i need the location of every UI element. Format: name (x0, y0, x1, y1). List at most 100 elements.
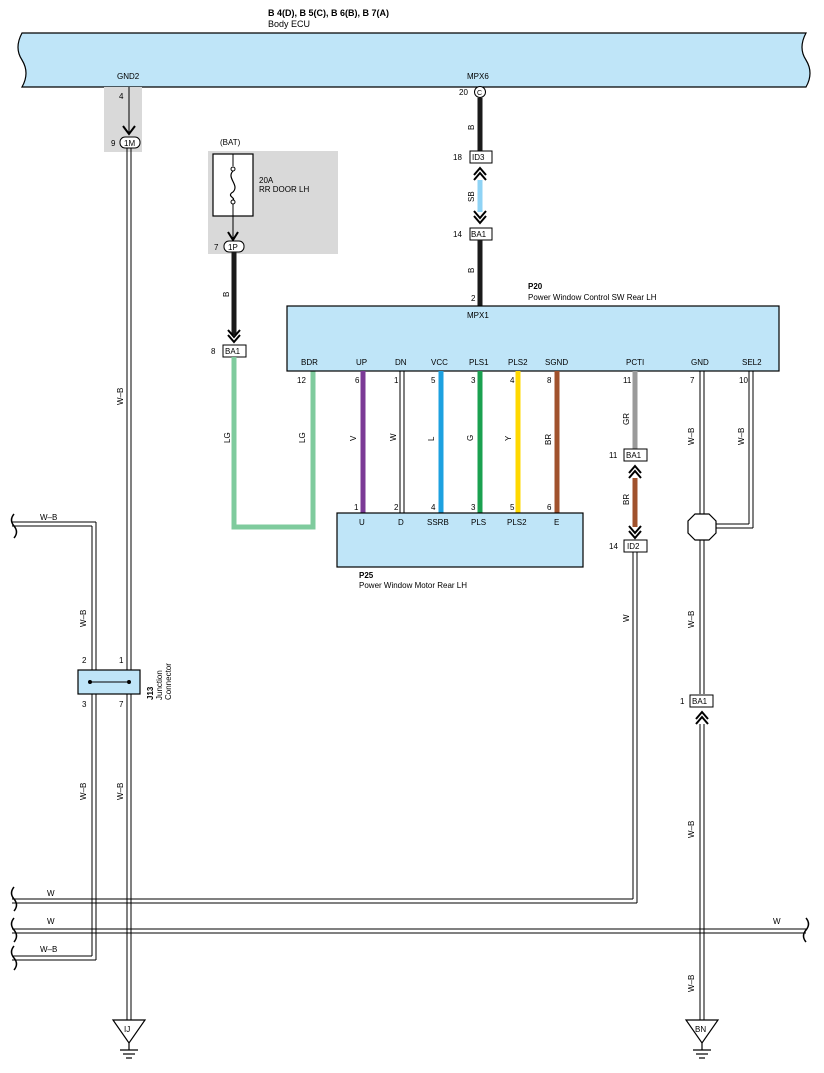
wire-label-wb-gnd2: W–B (687, 611, 696, 628)
p20-pin-11: 11 (623, 376, 632, 385)
connector-c (474, 86, 486, 98)
ground-ij-triangle (111, 1019, 147, 1045)
p25-pin-4: 4 (431, 503, 436, 512)
p25-term-pls: PLS (471, 518, 486, 527)
p20-term-pls1: PLS1 (469, 358, 489, 367)
wire-sb: SB (467, 191, 476, 202)
p20-mpx1: MPX1 (467, 311, 489, 320)
connector-1p-label: 1P (228, 243, 238, 252)
connector-ba1-left-label: BA1 (225, 347, 241, 356)
bottom-wire-wb: W–B (40, 945, 57, 954)
bottom-wire-w1: W (47, 889, 55, 898)
j13-code: J13 (146, 686, 155, 700)
splice-octagon (687, 513, 717, 541)
connector-c-label: C (477, 90, 482, 97)
p20-pin-6: 6 (355, 376, 360, 385)
p20-name: Power Window Control SW Rear LH (528, 293, 657, 302)
fuse-name: RR DOOR LH (259, 185, 309, 194)
connector-ba1-mpx-label: BA1 (471, 230, 487, 239)
p20-term-up: UP (356, 358, 367, 367)
p25-pin-2: 2 (394, 503, 399, 512)
p25-term-d: D (398, 518, 404, 527)
fuse-amp: 20A (259, 176, 274, 185)
p20-term-gnd: GND (691, 358, 709, 367)
pin-1m: 9 (111, 139, 116, 148)
p25-name: Power Window Motor Rear LH (359, 581, 467, 590)
connector-ba1-pcti (623, 448, 648, 462)
p25-pin-1: 1 (354, 503, 359, 512)
wire-label-wb-j13-side: W–B (79, 610, 88, 627)
p20-pin-7: 7 (690, 376, 695, 385)
bottom-wire-w-right: W (773, 917, 781, 926)
bat-label: (BAT) (220, 138, 241, 147)
p20-pin-10: 10 (739, 376, 748, 385)
pin-id3: 18 (453, 153, 462, 162)
wire-label-l: L (427, 436, 436, 441)
ecu-gnd2: GND2 (117, 72, 140, 81)
p25-term-e: E (554, 518, 559, 527)
p25-pin-5: 5 (510, 503, 515, 512)
p25-box (336, 512, 584, 568)
ecu-mpx6: MPX6 (467, 72, 489, 81)
p20-code: P20 (528, 282, 543, 291)
wire-label-wb-sel2: W–B (737, 428, 746, 445)
p25-term-u: U (359, 518, 365, 527)
j13-pin-3: 3 (82, 700, 87, 709)
fuse-icon (229, 170, 236, 201)
p20-pin-5: 5 (431, 376, 436, 385)
p20-term-sel2: SEL2 (742, 358, 762, 367)
p25-pin-6: 6 (547, 503, 552, 512)
j13-line2: Connector (164, 663, 173, 700)
wire-wb-main-lower: W–B (116, 783, 125, 800)
j13-pin-7: 7 (119, 700, 124, 709)
p20-pin-4: 4 (510, 376, 515, 385)
p20-box (286, 305, 780, 372)
j13-pin-2: 2 (82, 656, 87, 665)
wire-label-w-pcti: W (622, 614, 631, 622)
ground-bn-icon (692, 1049, 712, 1059)
p20-term-bdr: BDR (301, 358, 318, 367)
connector-id2 (623, 539, 648, 553)
pin-ba1-mpx: 14 (453, 230, 462, 239)
wire-lg-label-right: LG (298, 432, 307, 443)
p20-term-dn: DN (395, 358, 407, 367)
wire-label-wb-gnd: W–B (687, 428, 696, 445)
p20-term-vcc: VCC (431, 358, 448, 367)
connector-id2-label: ID2 (627, 542, 640, 551)
pin-id2: 14 (609, 542, 618, 551)
ground-bn-triangle (684, 1019, 720, 1045)
ecu-name: Body ECU (268, 19, 310, 29)
p20-pin-1: 1 (394, 376, 399, 385)
p20-term-pls2: PLS2 (508, 358, 528, 367)
p25-pin-3: 3 (471, 503, 476, 512)
p20-mpx1-pin: 2 (471, 294, 476, 303)
wire-b-fuse: B (222, 292, 231, 297)
wire-label-w: W (389, 433, 398, 441)
wire-lg (231, 357, 316, 530)
connector-id3-label: ID3 (472, 153, 485, 162)
pin-ba1-pcti: 11 (609, 451, 618, 460)
p25-term-pls2: PLS2 (507, 518, 527, 527)
wire-label-wb-j13-lower: W–B (79, 783, 88, 800)
wire-lg-label-left: LG (223, 432, 232, 443)
connector-1m (119, 136, 141, 149)
pin-gnd2: 4 (119, 92, 124, 101)
pin-ba1-gnd: 1 (680, 697, 685, 706)
pin-1p: 7 (214, 243, 219, 252)
wire-b-mpx-1: B (467, 125, 476, 130)
wire-label-br-pcti: BR (622, 494, 631, 505)
wire-label-g: G (466, 435, 475, 441)
ground-ij-label: IJ (124, 1025, 130, 1034)
p20-pin-8: 8 (547, 376, 552, 385)
wire-label-wb-gnd3: W–B (687, 821, 696, 838)
bottom-wire-w2: W (47, 917, 55, 926)
ground-bn-label: BN (695, 1025, 706, 1034)
connector-1m-label: 1M (124, 139, 135, 148)
body-ecu-box (17, 32, 811, 88)
wire-b-mpx-2: B (467, 268, 476, 273)
ecu-codes: B 4(D), B 5(C), B 6(B), B 7(A) (268, 8, 389, 18)
ground-ij-icon (119, 1049, 139, 1059)
p25-term-ssrb: SSRB (427, 518, 449, 527)
connector-ba1-pcti-label: BA1 (626, 451, 642, 460)
